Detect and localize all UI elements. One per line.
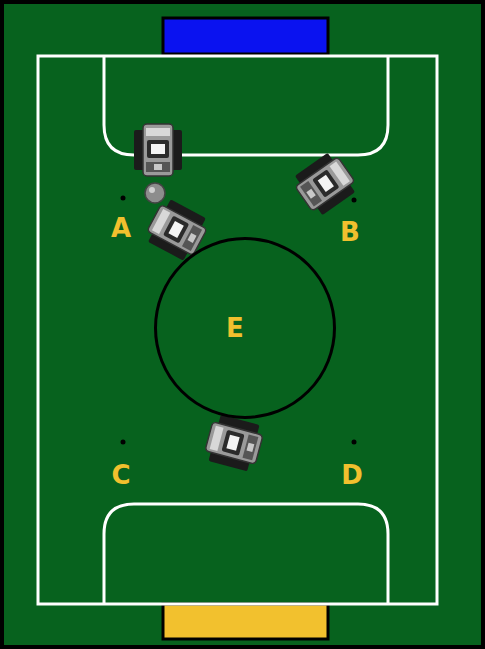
position-label: B: [340, 219, 360, 245]
position-label: E: [226, 315, 244, 341]
position-label: A: [111, 215, 131, 241]
circle-outline: [154, 237, 336, 419]
position-label: D: [341, 462, 363, 488]
position-label: C: [111, 462, 130, 488]
center-circle: E: [154, 237, 336, 419]
